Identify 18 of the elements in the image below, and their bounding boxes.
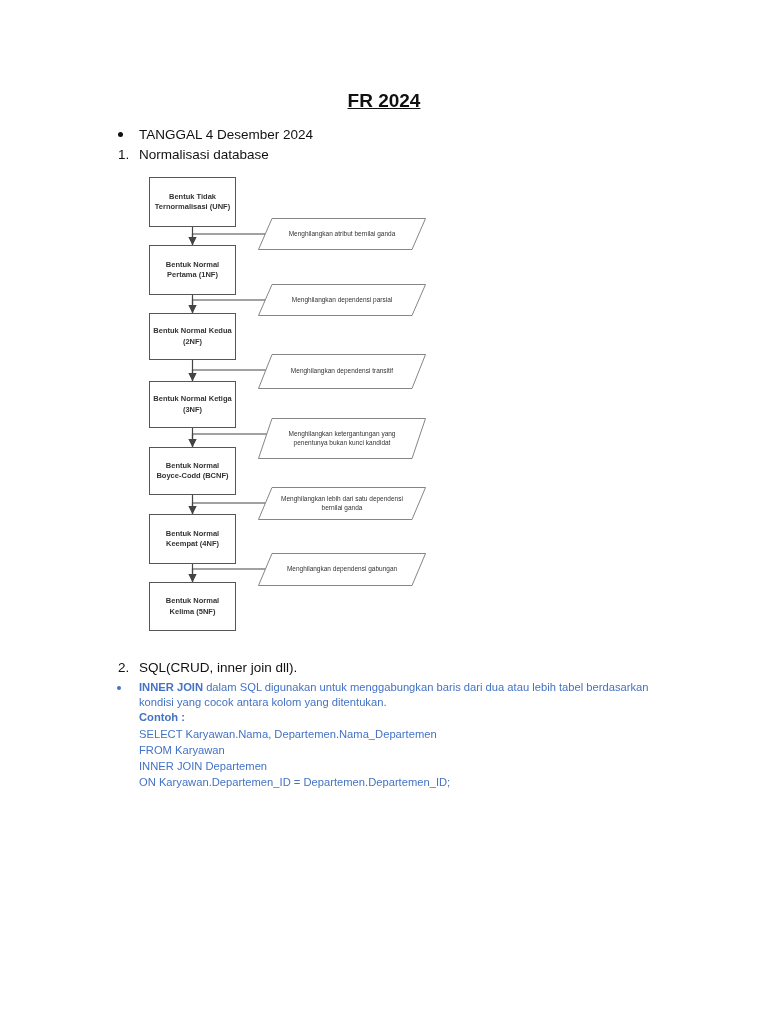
arrow — [188, 233, 266, 246]
code-line: ON Karyawan.Departemen_ID = Departemen.Departemen_ID; — [139, 776, 451, 788]
code-line: SELECT Karyawan.Nama, Departemen.Nama_Departemen — [139, 728, 437, 740]
paragraph: INNER JOIN dalam SQL digunakan untuk menggabungkan baris dari dua atau lebih tabel berdasarkan kondisi yang cocok antara kolom yang ditentukan. — [139, 680, 650, 710]
list-number: 2. — [118, 660, 130, 675]
arrow — [188, 568, 266, 583]
section-heading: SQL(CRUD, inner join dll). — [139, 660, 298, 675]
title: FR 2024 — [346, 90, 422, 112]
arrow — [188, 433, 268, 448]
code-line: INNER JOIN Departemen — [139, 760, 268, 772]
arrow — [188, 299, 266, 314]
date-text: TANGGAL 4 Desember 2024 — [139, 127, 314, 142]
code-line: FROM Karyawan — [139, 744, 225, 756]
arrow — [188, 369, 267, 382]
example-heading: Contoh : — [139, 711, 185, 723]
list-number: 1. — [118, 147, 130, 162]
section-heading: Normalisasi database — [139, 147, 269, 162]
arrow — [188, 502, 266, 515]
